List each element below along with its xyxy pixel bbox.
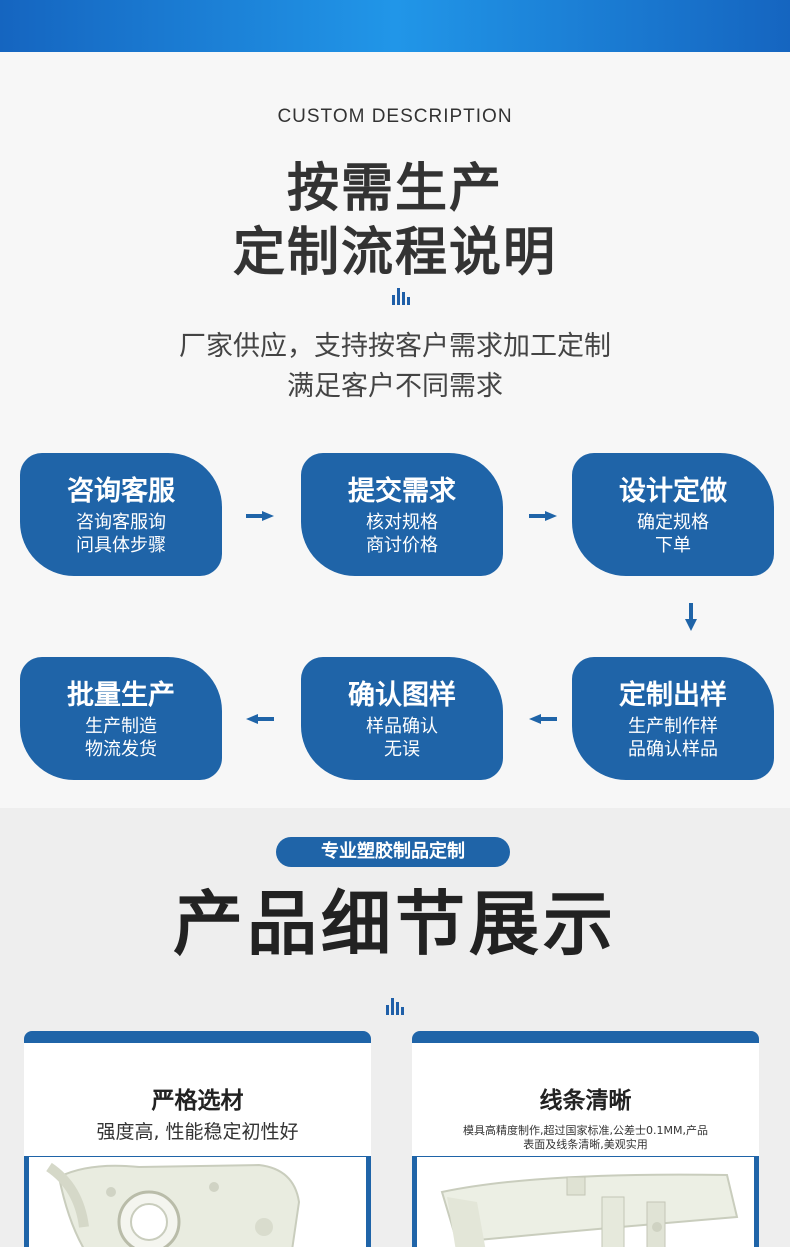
step-consult: 咨询客服 咨询客服询 问具体步骤 <box>20 453 222 576</box>
step-design: 设计定做 确定规格 下单 <box>572 453 774 576</box>
card-title: 线条清晰 <box>539 1088 632 1114</box>
step-confirm-drawing: 确认图样 样品确认 无误 <box>301 657 503 780</box>
card-desc-line: 表面及线条清晰,美观实用 <box>523 1138 648 1151</box>
top-banner <box>0 0 790 52</box>
step-desc-line: 问具体步骤 <box>76 535 166 556</box>
step-desc-line: 无误 <box>384 739 420 760</box>
step-title: 咨询客服 <box>67 476 175 507</box>
section-subtitle-en: CUSTOM DESCRIPTION <box>277 106 513 127</box>
step-desc: 样品确认 无误 <box>301 715 503 761</box>
card-header <box>412 1043 759 1156</box>
detail-card-material: 严格选材 强度高, 性能稳定初性好 <box>24 1031 371 1247</box>
arrow-right-icon <box>529 511 557 521</box>
step-title: 定制出样 <box>619 680 727 711</box>
step-title: 批量生产 <box>67 680 175 711</box>
section-title-line2: 定制流程说明 <box>232 223 557 283</box>
step-title: 提交需求 <box>348 476 456 507</box>
section-desc-line2: 满足客户不同需求 <box>287 371 503 402</box>
card-title: 严格选材 <box>151 1088 244 1114</box>
bars-icon <box>392 287 410 305</box>
step-desc-line: 生产制造 <box>85 716 157 737</box>
product-photo-image <box>417 1157 754 1247</box>
section-title-line1: 按需生产 <box>286 159 503 219</box>
card-desc: 强度高, 性能稳定初性好 <box>96 1121 299 1143</box>
card-desc-line: 模具高精度制作,超过国家标准,公差士0.1MM,产品 <box>463 1124 708 1137</box>
step-title: 设计定做 <box>619 476 727 507</box>
step-sample: 定制出样 生产制作样 品确认样品 <box>572 657 774 780</box>
detail-card-precision: 线条清晰 模具高精度制作,超过国家标准,公差士0.1MM,产品 表面及线条清晰,… <box>412 1031 759 1247</box>
section-desc-line1: 厂家供应，支持按客户需求加工定制 <box>179 331 611 362</box>
step-desc: 确定规格 下单 <box>572 511 774 557</box>
step-desc: 生产制作样 品确认样品 <box>572 715 774 761</box>
step-desc-line: 下单 <box>655 535 691 556</box>
step-desc: 咨询客服询 问具体步骤 <box>20 511 222 557</box>
arrow-left-icon <box>529 714 557 724</box>
arrow-down-icon <box>685 603 697 631</box>
bars-icon <box>386 997 404 1015</box>
step-desc: 核对规格 商讨价格 <box>301 511 503 557</box>
step-desc-line: 样品确认 <box>366 716 438 737</box>
step-desc-line: 咨询客服询 <box>76 512 166 533</box>
step-desc: 生产制造 物流发货 <box>20 715 222 761</box>
category-pill: 专业塑胶制品定制 <box>276 837 510 867</box>
arrow-right-icon <box>246 511 274 521</box>
detail-title: 产品细节展示 <box>173 883 617 965</box>
step-submit: 提交需求 核对规格 商讨价格 <box>301 453 503 576</box>
card-header <box>24 1043 371 1156</box>
card-desc: 模具高精度制作,超过国家标准,公差士0.1MM,产品 表面及线条清晰,美观实用 <box>432 1124 739 1152</box>
step-desc-line: 品确认样品 <box>628 739 718 760</box>
step-desc-line: 商讨价格 <box>366 535 438 556</box>
step-desc-line: 生产制作样 <box>628 716 718 737</box>
step-desc-line: 确定规格 <box>637 512 709 533</box>
step-title: 确认图样 <box>348 680 456 711</box>
step-mass-production: 批量生产 生产制造 物流发货 <box>20 657 222 780</box>
step-desc-line: 核对规格 <box>366 512 438 533</box>
arrow-left-icon <box>246 714 274 724</box>
product-photo-image <box>29 1157 366 1247</box>
step-desc-line: 物流发货 <box>85 739 157 760</box>
